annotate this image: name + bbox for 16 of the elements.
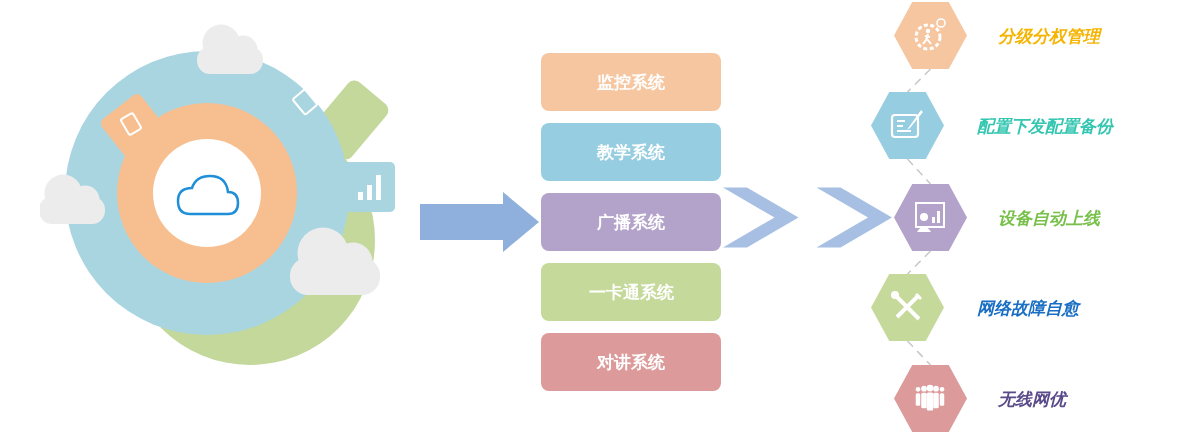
system-box: 教学系统 — [541, 123, 721, 181]
feature-label: 网络故障自愈 — [977, 296, 1079, 319]
connector-line — [906, 250, 932, 275]
feature-label: 无线网优 — [998, 387, 1066, 410]
feature-label: 配置下发配置备份 — [977, 114, 1113, 137]
connector-line — [906, 158, 932, 185]
chevron-arrow — [723, 187, 892, 248]
feature-label: 设备自动上线 — [998, 206, 1100, 229]
system-box: 监控系统 — [541, 53, 721, 111]
system-box: 一卡通系统 — [541, 263, 721, 321]
system-box: 广播系统 — [541, 193, 721, 251]
block-arrow — [420, 192, 539, 252]
connector-line — [906, 340, 932, 366]
feature-label: 分级分权管理 — [998, 24, 1100, 47]
connector-line — [906, 68, 932, 93]
system-box: 对讲系统 — [541, 333, 721, 391]
